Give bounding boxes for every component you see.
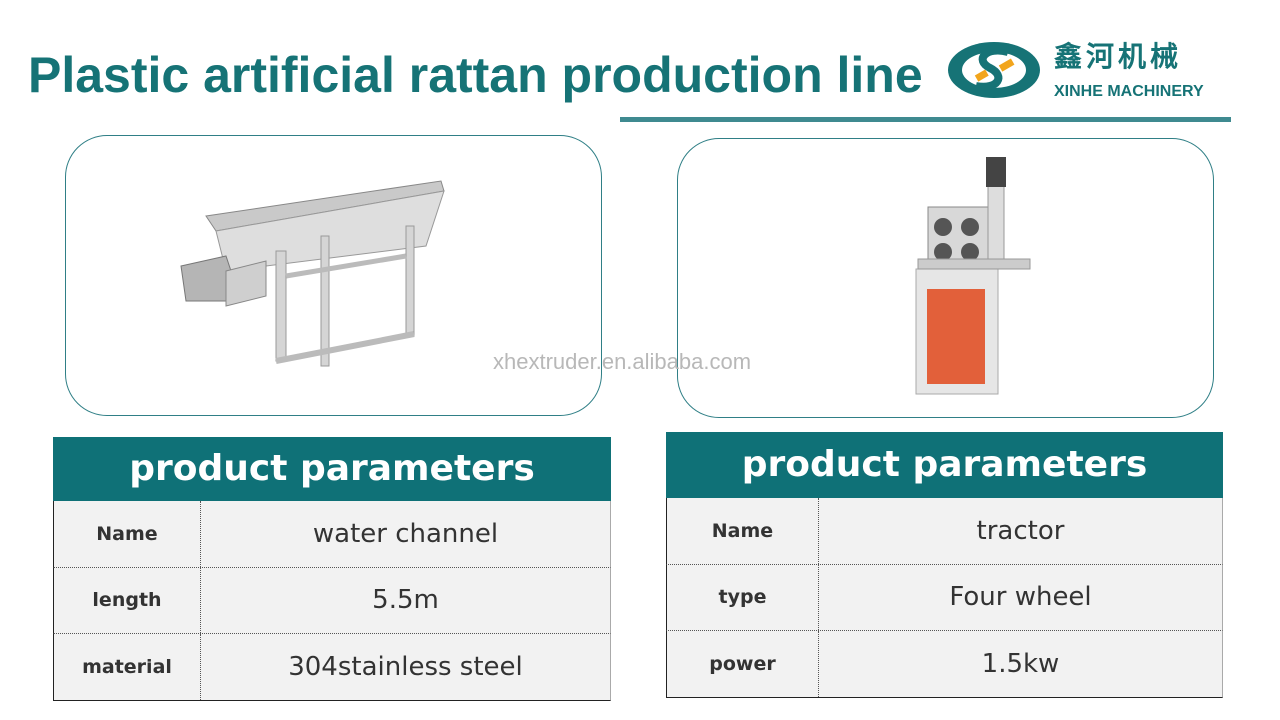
table-header: product parameters (666, 432, 1223, 498)
param-value: tractor (976, 515, 1065, 546)
param-label: power (667, 631, 819, 697)
param-value: 304stainless steel (288, 651, 523, 682)
param-label: material (54, 634, 201, 700)
param-value: Four wheel (949, 582, 1092, 613)
param-value: water channel (312, 518, 499, 549)
param-value: 5.5m (372, 585, 439, 616)
xinhe-logo-icon (948, 42, 1040, 98)
title-underline (620, 117, 1231, 122)
param-label: length (54, 567, 201, 633)
table-row: length 5.5m (53, 567, 611, 634)
table-row: power 1.5kw (666, 631, 1223, 698)
tractor-parameters-table: product parameters Name tractor type Four … (666, 432, 1223, 698)
table-row: Name tractor (666, 498, 1223, 565)
param-label: type (667, 564, 819, 630)
logo-english-text: XINHE MACHINERY (1054, 83, 1204, 100)
water-channel-image (180, 180, 445, 367)
tractor-image-frame (677, 138, 1214, 418)
param-value: 1.5kw (981, 648, 1060, 679)
tractor-image (915, 157, 1031, 395)
page-title: Plastic artificial rattan production lin… (28, 47, 923, 103)
logo-chinese-text: 鑫河机械 (1054, 40, 1183, 73)
param-label: Name (54, 501, 201, 567)
water-channel-parameters-table: product parameters Name water channel len… (53, 437, 611, 701)
param-label: Name (667, 498, 819, 564)
company-logo: 鑫河机械 XINHE MACHINERY (946, 38, 1246, 108)
table-row: type Four wheel (666, 564, 1223, 631)
water-channel-image-frame (65, 135, 602, 416)
table-row: material 304stainless steel (53, 634, 611, 701)
table-header: product parameters (53, 437, 611, 501)
table-row: Name water channel (53, 501, 611, 568)
watermark: xhextruder.en.alibaba.com (493, 349, 752, 374)
